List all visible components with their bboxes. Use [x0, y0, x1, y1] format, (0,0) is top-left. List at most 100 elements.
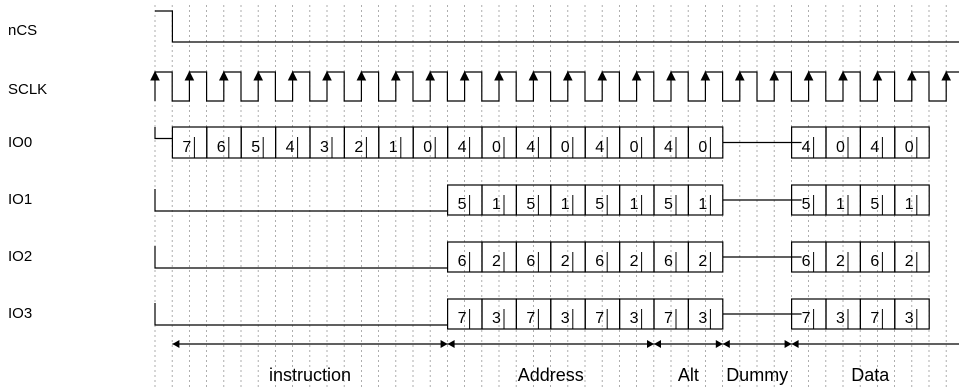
- signal-label-io0: IO0: [8, 134, 32, 151]
- sclk-edge-arrow: [906, 70, 917, 81]
- sclk-edge-arrow: [562, 70, 573, 81]
- sclk-edge-arrow: [631, 70, 642, 81]
- io2-address-value: 6: [458, 253, 467, 270]
- io1-address-value: 5: [458, 196, 467, 213]
- io0-instruction-value: 7: [182, 139, 191, 156]
- io1-address-value: 1: [698, 196, 707, 213]
- io0-data-value: 4: [802, 139, 811, 156]
- io2-address-value: 2: [630, 253, 639, 270]
- phase-arrowhead-left: [791, 340, 799, 348]
- signal-label-io3: IO3: [8, 305, 32, 322]
- signal-label-io1: IO1: [8, 191, 32, 208]
- phase-label-dummy: Dummy: [726, 365, 788, 385]
- phase-arrowhead-right: [784, 340, 792, 348]
- sclk-edge-arrow: [700, 70, 711, 81]
- io1-data-value: 5: [802, 196, 811, 213]
- io2-data-value: 2: [836, 253, 845, 270]
- sclk-edge-arrow: [425, 70, 436, 81]
- io3-data-value: 3: [836, 310, 845, 327]
- io3-address-value: 3: [492, 310, 501, 327]
- ncs-waveform: [155, 10, 959, 43]
- io0-instruction-value: 1: [389, 139, 398, 156]
- io2-address-value: 2: [492, 253, 501, 270]
- io0-data-value: 4: [870, 139, 879, 156]
- io3-address-value: 7: [458, 310, 467, 327]
- io2-address-value: 2: [698, 253, 707, 270]
- sclk-edge-arrow: [838, 70, 848, 81]
- io0-address-value: 0: [561, 139, 570, 156]
- phase-label-data: Data: [851, 365, 890, 385]
- io1-address-value: 1: [630, 196, 639, 213]
- phase-arrowhead-right: [647, 340, 654, 348]
- io1-address-value: 1: [561, 196, 570, 213]
- phase-arrowhead-left: [447, 340, 455, 348]
- io0-address-value: 0: [698, 139, 707, 156]
- sclk-edge-arrow: [184, 70, 195, 81]
- sclk-edge-arrow: [459, 70, 470, 81]
- io0-address-value: 4: [526, 139, 535, 156]
- io3-data-value: 7: [802, 310, 811, 327]
- io2-idle-line: [154, 246, 448, 269]
- sclk-waveform: [154, 71, 959, 102]
- io3-data-cell: [894, 298, 930, 330]
- io1-address-value: 5: [526, 196, 535, 213]
- sclk-edge-arrow: [734, 70, 745, 81]
- phase-arrowhead-left: [654, 340, 661, 348]
- io0-instruction-value: 0: [423, 139, 432, 156]
- sclk-edge-arrow: [769, 70, 780, 81]
- signal-label-sclk: SCLK: [8, 81, 47, 98]
- io1-address-value: 1: [492, 196, 501, 213]
- sclk-edge-arrow: [322, 70, 332, 81]
- sclk-edge-arrow: [666, 70, 676, 81]
- io3-data-value: 7: [870, 310, 879, 327]
- io0-address-value: 4: [664, 139, 673, 156]
- signal-label-ncs: nCS: [8, 22, 37, 39]
- io2-data-cell: [894, 241, 930, 273]
- sclk-edge-arrow: [150, 70, 160, 81]
- io0-data-value: 0: [836, 139, 845, 156]
- io1-address-value: 5: [664, 196, 673, 213]
- sclk-edge-arrow: [390, 70, 401, 81]
- signal-label-io2: IO2: [8, 248, 32, 265]
- io0-data-value: 0: [905, 139, 914, 156]
- io2-data-value: 6: [870, 253, 879, 270]
- io0-instruction-value: 3: [320, 139, 329, 156]
- io1-data-cell: [894, 184, 930, 216]
- io3-idle-line: [154, 303, 448, 326]
- io2-address-value: 6: [595, 253, 604, 270]
- io2-data-value: 2: [905, 253, 914, 270]
- io2-data-value: 6: [802, 253, 811, 270]
- io3-address-value: 7: [664, 310, 673, 327]
- sclk-edge-arrow: [494, 70, 504, 81]
- sclk-edge-arrow: [597, 70, 608, 81]
- io1-data-value: 5: [870, 196, 879, 213]
- sclk-edge-arrow: [287, 70, 298, 81]
- phase-label-instruction: instruction: [269, 365, 351, 385]
- io3-address-value: 3: [630, 310, 639, 327]
- phase-arrowhead-left: [722, 340, 730, 348]
- io3-address-value: 3: [698, 310, 707, 327]
- phase-arrowhead-right: [715, 340, 723, 348]
- io3-address-value: 3: [561, 310, 570, 327]
- io0-instruction-value: 5: [251, 139, 260, 156]
- io1-address-value: 5: [595, 196, 604, 213]
- sclk-edge-arrow: [253, 70, 264, 81]
- sclk-edge-arrow: [872, 70, 883, 81]
- io0-address-value: 4: [458, 139, 467, 156]
- sclk-edge-arrow: [528, 70, 539, 81]
- io3-data-value: 3: [905, 310, 914, 327]
- io2-address-value: 6: [664, 253, 673, 270]
- io3-address-value: 7: [595, 310, 604, 327]
- sclk-edge-arrow: [356, 70, 367, 81]
- io1-data-value: 1: [905, 196, 914, 213]
- sclk-edge-arrow: [941, 70, 952, 81]
- phase-arrowhead-left: [172, 340, 180, 348]
- io1-data-value: 1: [836, 196, 845, 213]
- sclk-edge-arrow: [218, 70, 229, 81]
- io0-idle-line: [154, 127, 173, 140]
- io0-instruction-value: 4: [286, 139, 295, 156]
- io2-address-value: 6: [526, 253, 535, 270]
- io0-data-cell: [894, 126, 930, 159]
